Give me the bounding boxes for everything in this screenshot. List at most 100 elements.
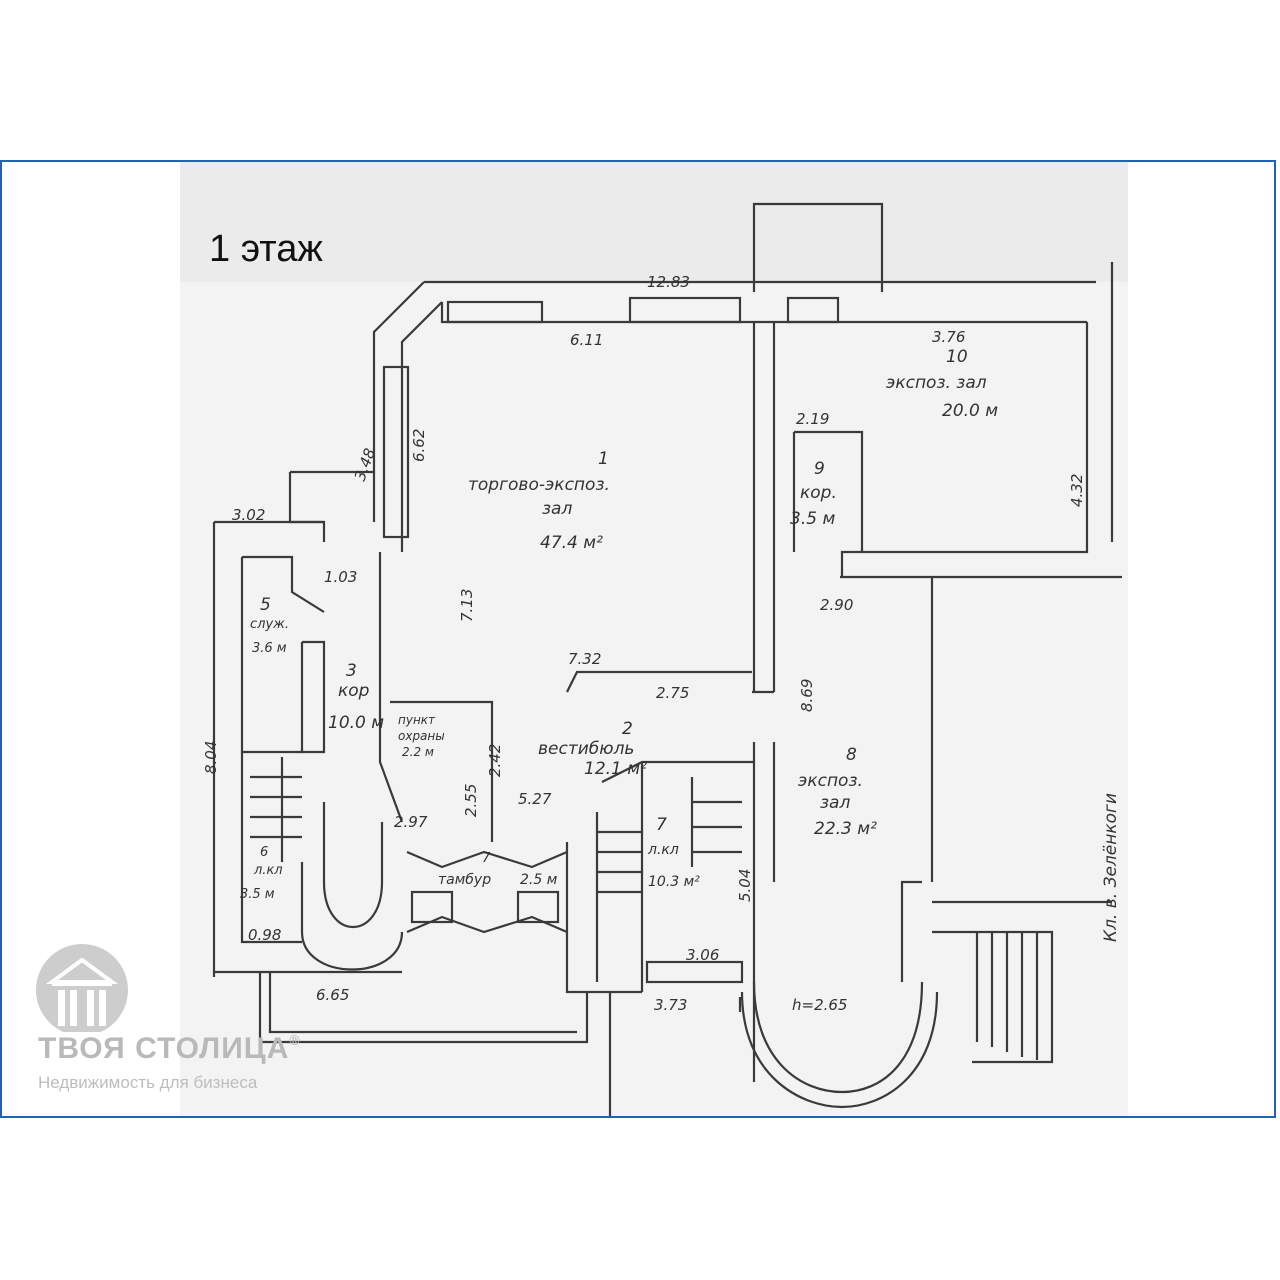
- plan-frame: 12.83 6.11 3.76 6.62 3.48 2.19 4.32 3.02…: [0, 160, 1276, 1118]
- dim-label: 1.03: [324, 568, 357, 586]
- window-2: [628, 296, 742, 324]
- left-diagonal-inner: [400, 301, 443, 552]
- left-column: [382, 365, 410, 539]
- tambour-top: [406, 850, 568, 869]
- dim-label: 3.76: [932, 328, 965, 346]
- room5-walls: [242, 555, 325, 613]
- dim-label: 6.65: [316, 986, 349, 1004]
- dim-label: h=2.65: [792, 996, 847, 1014]
- room-number: 7: [482, 851, 491, 866]
- paper-shade: [180, 162, 1128, 282]
- room-name: зал: [542, 499, 572, 519]
- dim-label: 4.32: [1068, 474, 1086, 507]
- room-name: л.кл: [253, 863, 283, 878]
- room-number: 8: [846, 745, 857, 765]
- room-area: 2.2 м: [402, 745, 434, 759]
- room-number: 3: [346, 661, 357, 681]
- room-area: 20.0 м: [942, 401, 998, 421]
- window-3: [786, 296, 840, 324]
- bottom-left-inner: [268, 972, 577, 1034]
- tambour-door-left: [410, 890, 454, 924]
- room-labels: 1 торгово-экспоз. зал 47.4 м² 2 вестибюл…: [240, 347, 1121, 942]
- dim-label: 8.69: [798, 679, 816, 712]
- dim-label: 3.06: [686, 946, 719, 964]
- room-area: 22.3 м²: [814, 819, 877, 839]
- brand-name: ТВОЯ СТОЛИЦА®: [38, 1032, 301, 1066]
- dim-label: 3.02: [232, 506, 265, 524]
- room-name: торгово-экспоз.: [468, 475, 610, 495]
- dim-label: 3.73: [654, 996, 687, 1014]
- room-name: пункт: [398, 713, 436, 727]
- room-name: экспоз.: [798, 771, 863, 791]
- room-area: 3.5 м: [240, 887, 275, 902]
- dim-label: 2.90: [820, 596, 853, 614]
- room-area: 10.3 м²: [648, 874, 700, 890]
- bottom-left-outer: [258, 972, 589, 1044]
- corridor3-right: [378, 552, 404, 823]
- room-name: л.кл: [647, 842, 679, 858]
- room-number: 7: [656, 815, 667, 835]
- room-name: охраны: [398, 729, 445, 743]
- dim-label: 0.98: [248, 926, 281, 944]
- room6-outer: [240, 557, 302, 944]
- room10-walls: [840, 322, 1089, 577]
- dim-label: 7.32: [568, 650, 601, 668]
- room-name: кор: [338, 681, 370, 701]
- dim-label: 5.27: [518, 790, 552, 808]
- dim-label: 2.55: [462, 784, 480, 817]
- room-area: 3.5 м: [790, 509, 835, 529]
- left-curve-outer: [300, 862, 404, 971]
- room-area: 47.4 м²: [540, 533, 603, 553]
- dim-label: 2.75: [656, 684, 689, 702]
- room-number: 2: [622, 719, 633, 739]
- tambour-door-right: [516, 890, 560, 924]
- room8-bay-outer: [740, 991, 939, 1109]
- dim-label: 12.83: [647, 273, 690, 291]
- dim-label: 2.19: [796, 410, 829, 428]
- brand-name-text: ТВОЯ СТОЛИЦА: [38, 1032, 290, 1065]
- window-1: [446, 300, 544, 324]
- dim-label: 2.97: [394, 813, 428, 831]
- top-inner-wall: [440, 302, 1087, 324]
- room-area: 2.5 м: [520, 872, 558, 888]
- floor-plan: 12.83 6.11 3.76 6.62 3.48 2.19 4.32 3.02…: [180, 162, 1128, 1116]
- registered-mark: ®: [289, 1032, 301, 1048]
- room1-bottom-wall: [566, 670, 752, 693]
- room-number: 5: [260, 595, 271, 615]
- dim-label: 6.62: [410, 429, 428, 462]
- room-number: 10: [946, 347, 968, 367]
- dimension-labels: 12.83 6.11 3.76 6.62 3.48 2.19 4.32 3.02…: [202, 273, 1086, 1014]
- dim-label: 2.42: [486, 744, 504, 777]
- room-name: служ.: [250, 617, 289, 632]
- room3-column: [300, 640, 326, 754]
- room-name: вестибюль: [538, 739, 634, 759]
- room-number: 9: [814, 459, 825, 479]
- room-area: 10.0 м: [328, 713, 384, 733]
- room-name: зал: [820, 793, 850, 813]
- top-protrusion-wall: [752, 202, 884, 292]
- room-name: экспоз. зал: [886, 373, 987, 393]
- dim-label: 6.11: [570, 331, 603, 349]
- stair7-landing: [645, 960, 744, 984]
- dim-label: 5.04: [736, 869, 754, 902]
- room-name: кор.: [800, 483, 837, 503]
- dim-label: 8.04: [202, 741, 220, 774]
- plan-walls: [212, 202, 1122, 1116]
- left-diagonal-wall: [372, 281, 425, 522]
- paper-background: [180, 162, 1128, 1116]
- room-name: тамбур: [438, 872, 491, 888]
- room-area: 3.6 м: [252, 641, 287, 656]
- stair7-left: [565, 842, 642, 994]
- room8-bay: [752, 981, 924, 1094]
- brand-tagline: Недвижимость для бизнеса: [38, 1073, 258, 1092]
- guard-post: [390, 700, 494, 842]
- floor-title: 1 этаж: [209, 228, 323, 270]
- building-icon: [36, 944, 128, 1032]
- left-curve: [322, 802, 384, 929]
- room8-right-lower: [900, 880, 922, 982]
- street-label: Кл. в. Зелёнкоги: [1101, 793, 1121, 942]
- room9-inner-wall: [794, 430, 864, 552]
- dim-label: 7.13: [458, 589, 476, 622]
- room-number: 6: [260, 845, 268, 860]
- room-number: 1: [598, 449, 609, 469]
